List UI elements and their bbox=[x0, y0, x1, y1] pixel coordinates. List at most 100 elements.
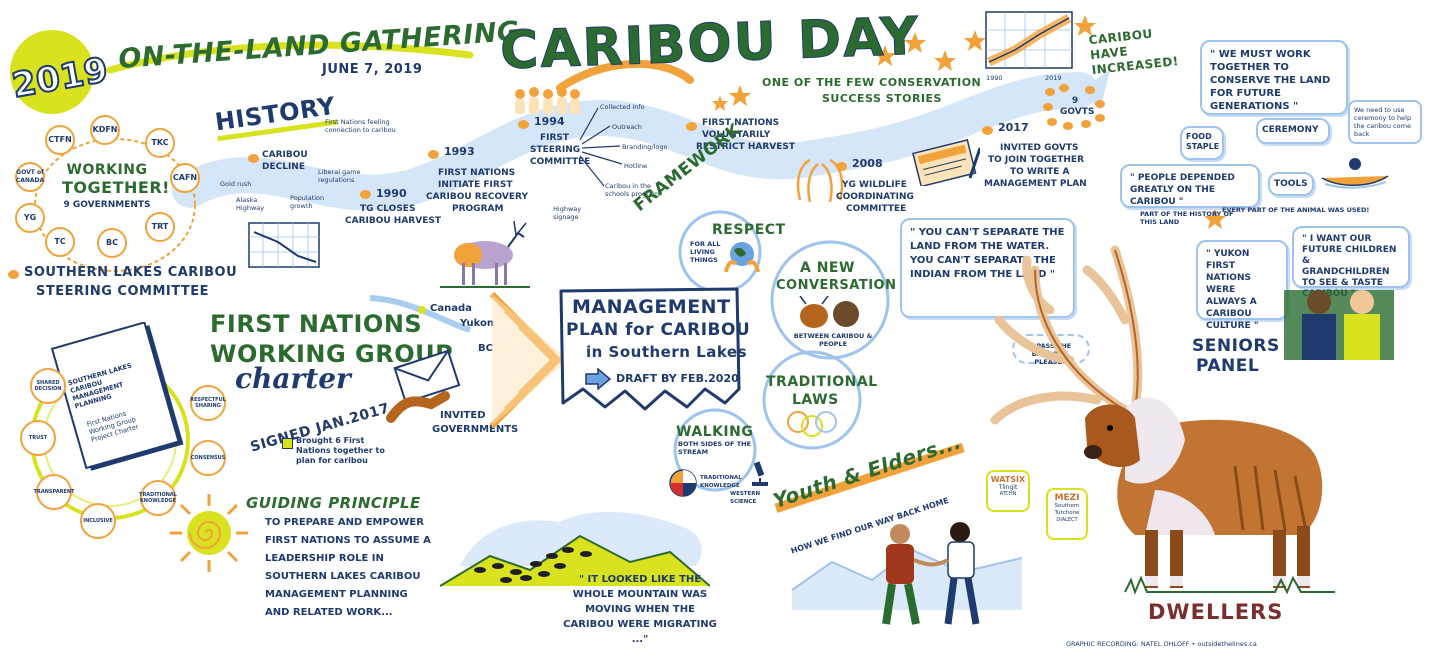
e1994-item-schools: Caribou in the schools program bbox=[605, 182, 660, 198]
dwellers-label: DWELLERS bbox=[1148, 600, 1284, 624]
e2017-line-2: TO JOIN TOGETHER bbox=[988, 155, 1085, 165]
stars-decoration bbox=[712, 15, 1226, 229]
quote-yukon-fn: " YUKON FIRST NATIONS WERE ALWAYS A CARI… bbox=[1196, 240, 1288, 331]
ring-item-4: INCLUSIVE bbox=[80, 503, 116, 539]
watsix-tag: WATSÍX Tlingit ATCHN bbox=[986, 470, 1030, 512]
sun-spiral-icon bbox=[170, 494, 248, 572]
microscope-icon bbox=[752, 461, 768, 486]
principle-line-4: SOUTHERN LAKES CARIBOU bbox=[265, 571, 421, 582]
e1993-line-4: PROGRAM bbox=[452, 204, 504, 214]
laws-line-2: LAWS bbox=[792, 392, 839, 408]
gov-ctfn: CTFN bbox=[45, 125, 75, 155]
e1994-line-2: STEERING bbox=[530, 145, 581, 155]
fn-restrict-2: VOLUNTARILY bbox=[702, 130, 771, 140]
conversation-line-2: CONVERSATION bbox=[776, 278, 897, 293]
ceremony-note: We need to use ceremony to help the cari… bbox=[1348, 100, 1422, 144]
ring-item-5: TRANSPARENT bbox=[34, 474, 74, 510]
bubble-food-staple: FOOD STAPLE bbox=[1180, 126, 1224, 160]
invited-label-2: GOVERNMENTS bbox=[432, 424, 519, 435]
e1994-item-collected: Collected info bbox=[600, 103, 645, 111]
e1994-bullet bbox=[518, 120, 529, 129]
mezi-name: MEZI bbox=[1054, 493, 1080, 503]
fn-feeling-note: First Nations feeling connection to cari… bbox=[325, 118, 396, 134]
credit-line: GRAPHIC RECORDING: NATEL OHLOFF • outsid… bbox=[1066, 640, 1257, 648]
fn-restrict-1: FIRST NATIONS bbox=[702, 118, 780, 128]
conversation-sub: BETWEEN CARIBOU & PEOPLE bbox=[793, 332, 873, 348]
committee-line-2: STEERING COMMITTEE bbox=[36, 284, 210, 299]
graph-start-year: 1990 bbox=[986, 74, 1003, 82]
caribou-sketch-small bbox=[440, 220, 530, 288]
caribou-person-icon bbox=[799, 296, 859, 328]
e1990-line-2: CARIBOU HARVEST bbox=[345, 216, 441, 226]
walking-right: WESTERN SCIENCE bbox=[730, 491, 761, 505]
decline-bullet bbox=[248, 154, 259, 163]
committee-line-1: SOUTHERN LAKES CARIBOU bbox=[24, 265, 238, 280]
seniors-portrait bbox=[1284, 290, 1394, 360]
e1993-line-2: INITIATE FIRST bbox=[438, 180, 513, 190]
gov-kdfn: KDFN bbox=[90, 115, 120, 145]
respect-title: RESPECT bbox=[712, 222, 786, 238]
ring-item-2: CONSENSUS bbox=[190, 440, 226, 476]
quote-depended: " PEOPLE DEPENDED GREATLY ON THE CARIBOU… bbox=[1120, 164, 1260, 208]
e1990-bullet bbox=[360, 190, 371, 199]
e1994-line-3: COMMITTEE bbox=[530, 157, 591, 167]
respect-sub: FOR ALL LIVING THINGS bbox=[690, 240, 721, 264]
invited-bc: BC bbox=[478, 343, 493, 354]
watsix-lang: Tlingit bbox=[998, 484, 1018, 491]
bubble-tools: TOOLS bbox=[1268, 172, 1314, 196]
big-caribou-illustration bbox=[990, 245, 1335, 595]
nine-governments: 9 GOVERNMENTS bbox=[63, 200, 151, 210]
draft-date: DRAFT by FEB.2020 bbox=[616, 372, 739, 385]
gov-yg: YG bbox=[15, 203, 45, 233]
canoe-icon bbox=[1321, 158, 1389, 189]
principle-line-2: FIRST NATIONS TO ASSUME A bbox=[265, 535, 431, 546]
e1993-bullet bbox=[428, 150, 439, 159]
mezi-tag: MEZI Southern Tutchone DIALECT bbox=[1046, 488, 1088, 540]
e2008-year: 2008 bbox=[852, 157, 883, 170]
watsix-extra: ATCHN bbox=[999, 491, 1017, 497]
gov-tkc: TKC bbox=[145, 128, 175, 158]
gov-bc: BC bbox=[97, 228, 127, 258]
ring-item-3: TRADITIONAL KNOWLEDGE bbox=[139, 480, 177, 516]
e1994-item-highway: Highway signage bbox=[553, 205, 582, 221]
e1994-item-hotline: Hotline bbox=[624, 162, 648, 170]
committee-bullet bbox=[8, 270, 19, 279]
every-part-note: EVERY PART OF THE ANIMAL WAS USED! bbox=[1222, 206, 1370, 214]
gov-tc: TC bbox=[45, 227, 75, 257]
quote-mountain: " IT LOOKED LIKE THE WHOLE MOUNTAIN WAS … bbox=[563, 574, 717, 645]
e2008-line-1: YG WILDLIFE bbox=[842, 180, 907, 190]
year-badge bbox=[10, 30, 94, 114]
invited-label-1: INVITED bbox=[440, 410, 486, 421]
e2017-bullet bbox=[982, 126, 993, 135]
working-group-title-1: FIRST NATIONS bbox=[210, 310, 423, 338]
principle-line-5: MANAGEMENT PLANNING bbox=[265, 589, 408, 600]
e2008-line-3: COMMITTEE bbox=[846, 204, 907, 214]
brought-note: Brought 6 First Nations together to plan… bbox=[296, 436, 385, 465]
e1993-line-1: FIRST NATIONS bbox=[438, 168, 516, 178]
ring-item-6: TRUST bbox=[20, 420, 56, 456]
gov-cafn: CAFN bbox=[170, 163, 200, 193]
depended-sub: PART OF THE HISTORY OF THIS LAND bbox=[1140, 210, 1234, 226]
big-orange-arrow bbox=[489, 291, 568, 429]
quote-work-together: " WE MUST WORK TOGETHER to CONSERVE THE … bbox=[1200, 40, 1348, 115]
alaska-highway-note: Alaska Highway bbox=[236, 196, 265, 212]
people-group-icon bbox=[515, 87, 580, 114]
e1994-line-1: FIRST bbox=[540, 133, 570, 143]
mezi-extra: DIALECT bbox=[1056, 517, 1078, 523]
draft-arrow-icon bbox=[585, 368, 612, 390]
management-plan-line-2: PLAN for CARIBOU bbox=[566, 320, 751, 340]
charter-document bbox=[50, 322, 184, 471]
e2017-line-4: MANAGEMENT PLAN bbox=[984, 179, 1087, 189]
walking-title: WALKING bbox=[676, 424, 754, 440]
e2017-year: 2017 bbox=[998, 121, 1029, 134]
ring-item-7: SHARED DECISION bbox=[30, 368, 66, 404]
elder-youth-figures bbox=[882, 522, 980, 625]
e1994-item-branding: Branding/logo bbox=[622, 143, 668, 151]
seniors-title-1: SENIORS bbox=[1192, 336, 1280, 356]
walking-sub: BOTH SIDES OF THE STREAM bbox=[678, 440, 752, 456]
seniors-title-2: PANEL bbox=[1196, 356, 1260, 376]
subtitle-line-2: SUCCESS STORIES bbox=[822, 92, 942, 105]
bubble-ceremony: CEREMONY bbox=[1256, 118, 1330, 144]
decline-chart bbox=[248, 222, 320, 268]
globe-hands-icon bbox=[724, 242, 760, 273]
